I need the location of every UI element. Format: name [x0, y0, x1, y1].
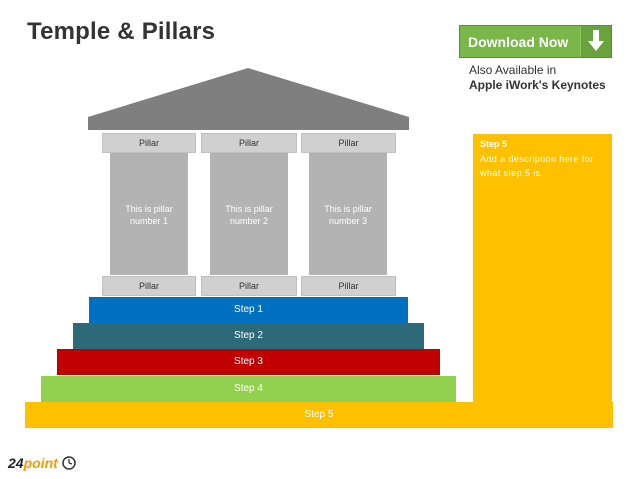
download-now-label: Download Now: [468, 34, 569, 50]
logo-number: 24: [8, 455, 24, 471]
step-5-heading: Step 5: [480, 139, 508, 149]
pillar-1-body: This is pillar number 1: [110, 153, 188, 275]
pillar-2-text: This is pillar number 2: [225, 204, 273, 226]
brand-logo: 24point: [8, 455, 76, 471]
pillar-3-top-label: Pillar: [301, 133, 396, 153]
pillar-1-top-label: Pillar: [102, 133, 196, 153]
pillar-2-body: This is pillar number 2: [210, 153, 288, 275]
pillar-1-text: This is pillar number 1: [125, 204, 173, 226]
pillar-3-body: This is pillar number 3: [309, 153, 387, 275]
step-1-bar: Step 1: [89, 297, 408, 323]
download-arrow-icon: [580, 26, 611, 57]
step-3-bar: Step 3: [57, 349, 440, 375]
clock-icon: [61, 456, 76, 470]
logo-word: point: [23, 455, 58, 471]
download-now-button[interactable]: Download Now: [459, 25, 612, 58]
pillar-2-top-label: Pillar: [201, 133, 297, 153]
step-4-bar: Step 4: [41, 376, 456, 402]
keynote-availability-text: Apple iWork's Keynotes: [469, 78, 606, 92]
step-5-description: Add a description here for what step 5 i…: [480, 154, 594, 178]
also-available-text: Also Available in: [469, 63, 557, 77]
pillar-3-bottom-label: Pillar: [301, 276, 396, 296]
page-title: Temple & Pillars: [27, 18, 216, 45]
temple-roof: [88, 68, 409, 130]
pillar-1-bottom-label: Pillar: [102, 276, 196, 296]
step-5-description-panel: Step 5 Add a description here for what s…: [473, 134, 612, 428]
pillar-3-text: This is pillar number 3: [324, 204, 372, 226]
step-5-bar: Step 5: [25, 402, 613, 428]
pillar-2-bottom-label: Pillar: [201, 276, 297, 296]
step-2-bar: Step 2: [73, 323, 424, 349]
